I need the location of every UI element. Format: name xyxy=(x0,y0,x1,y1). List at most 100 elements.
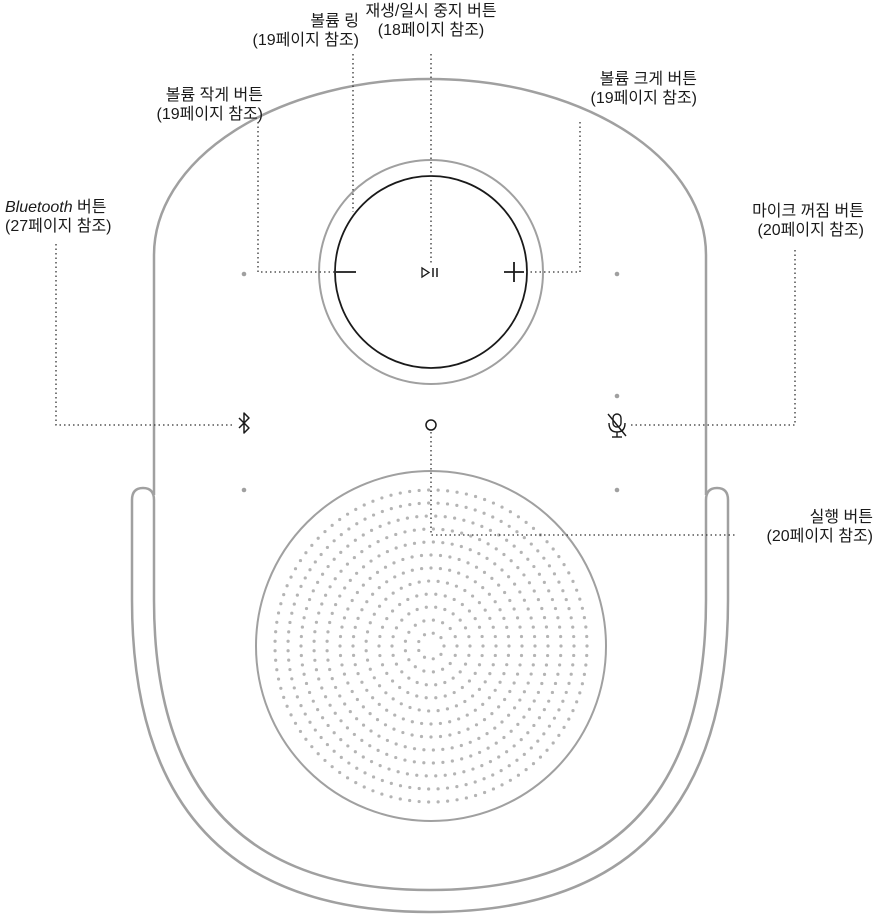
grille-dot xyxy=(516,515,521,519)
grille-dot xyxy=(505,750,509,754)
grille-dot xyxy=(443,694,447,698)
grille-dot xyxy=(328,667,332,672)
mic-off-icon[interactable] xyxy=(607,413,627,438)
grille-dot xyxy=(422,619,426,623)
grille-dot xyxy=(502,552,506,557)
grille-dot xyxy=(455,798,459,802)
grille-dot xyxy=(436,709,440,713)
grille-dot xyxy=(551,741,555,745)
grille-dot xyxy=(290,677,294,681)
grille-dot xyxy=(299,634,303,639)
grille-dot xyxy=(467,635,471,639)
grille-dot xyxy=(507,713,511,717)
grille-dot xyxy=(286,649,290,653)
grille-dot xyxy=(383,565,388,569)
grille-dot xyxy=(346,544,350,548)
grille-dot xyxy=(360,738,364,742)
grille-dot xyxy=(334,685,338,690)
grille-dot xyxy=(338,644,342,648)
grille-dot xyxy=(522,715,526,719)
grille-dot xyxy=(422,527,426,531)
grille-dot xyxy=(556,616,560,620)
grille-dot xyxy=(415,680,419,685)
grille-dot xyxy=(436,800,440,804)
callout-volume-down-name: 볼륨 작게 버튼 xyxy=(165,87,263,104)
grille-dot xyxy=(478,537,482,542)
grille-dot xyxy=(512,681,516,685)
grille-dot xyxy=(516,773,521,777)
grille-dot xyxy=(522,598,527,602)
grille-dot xyxy=(339,550,343,555)
grille-dot xyxy=(350,689,354,694)
grille-dot xyxy=(546,644,550,648)
grille-dot xyxy=(377,604,382,608)
grille-dot xyxy=(527,581,532,585)
action-dot-icon[interactable] xyxy=(425,419,437,431)
grille-dot xyxy=(317,611,321,615)
grille-dot xyxy=(320,716,325,720)
grille-dot xyxy=(455,785,459,789)
grille-dot xyxy=(436,579,440,583)
grille-dot xyxy=(304,681,309,686)
grille-dot xyxy=(440,621,445,625)
grille-dot xyxy=(368,621,372,625)
grille-dot xyxy=(467,653,471,657)
grille-dot xyxy=(451,612,455,616)
grille-dot xyxy=(453,772,457,776)
grille-dot xyxy=(343,702,347,706)
grille-dot xyxy=(385,752,389,756)
grille-dot xyxy=(292,686,296,690)
grille-dot xyxy=(399,586,403,590)
grille-dot xyxy=(474,565,479,569)
grille-dot xyxy=(368,712,372,716)
grille-dot xyxy=(491,773,495,777)
grille-dot xyxy=(487,592,491,596)
grille-dot xyxy=(378,634,382,639)
grille-dot xyxy=(289,713,293,717)
grille-dot xyxy=(557,733,561,737)
grille-dot xyxy=(561,589,565,593)
grille-dot xyxy=(497,583,501,587)
indicator-dot xyxy=(614,271,620,277)
grille-dot xyxy=(298,558,303,563)
grille-dot xyxy=(455,490,459,494)
grille-dot xyxy=(417,501,421,506)
grille-dot xyxy=(503,590,507,595)
grille-dot xyxy=(559,653,563,658)
grille-dot xyxy=(287,630,291,634)
grille-dot xyxy=(531,526,536,530)
grille-dot xyxy=(477,687,482,691)
volume-control-button[interactable] xyxy=(334,175,528,369)
plus-icon[interactable] xyxy=(504,262,524,282)
grille-dot xyxy=(427,709,431,713)
callout-play-pause: 재생/일시 중지 버튼 (18페이지 참조) xyxy=(331,2,531,40)
grille-dot xyxy=(340,663,344,667)
grille-dot xyxy=(376,540,380,544)
grille-dot xyxy=(436,488,440,492)
grille-dot xyxy=(519,634,524,639)
grille-dot xyxy=(316,536,320,540)
grille-dot xyxy=(522,690,527,694)
grille-dot xyxy=(405,772,409,776)
grille-dot xyxy=(345,726,350,730)
grille-dot xyxy=(562,725,566,730)
bluetooth-icon[interactable] xyxy=(238,412,250,434)
grille-dot xyxy=(420,566,424,571)
grille-dot xyxy=(346,681,350,685)
grille-dot xyxy=(450,759,454,763)
play-pause-icon[interactable] xyxy=(421,266,438,279)
grille-dot xyxy=(362,503,366,507)
grille-dot xyxy=(417,488,421,493)
grille-dot xyxy=(431,527,435,531)
grille-dot xyxy=(567,681,571,685)
grille-dot xyxy=(439,636,443,640)
grille-dot xyxy=(320,602,324,606)
grille-dot xyxy=(380,792,384,796)
grille-dot xyxy=(460,531,464,535)
grille-dot xyxy=(420,721,424,726)
grille-dot xyxy=(279,686,283,690)
grille-dot xyxy=(477,663,482,667)
grille-dot xyxy=(508,510,512,514)
grille-dot xyxy=(532,699,536,703)
grille-dot xyxy=(520,644,524,648)
